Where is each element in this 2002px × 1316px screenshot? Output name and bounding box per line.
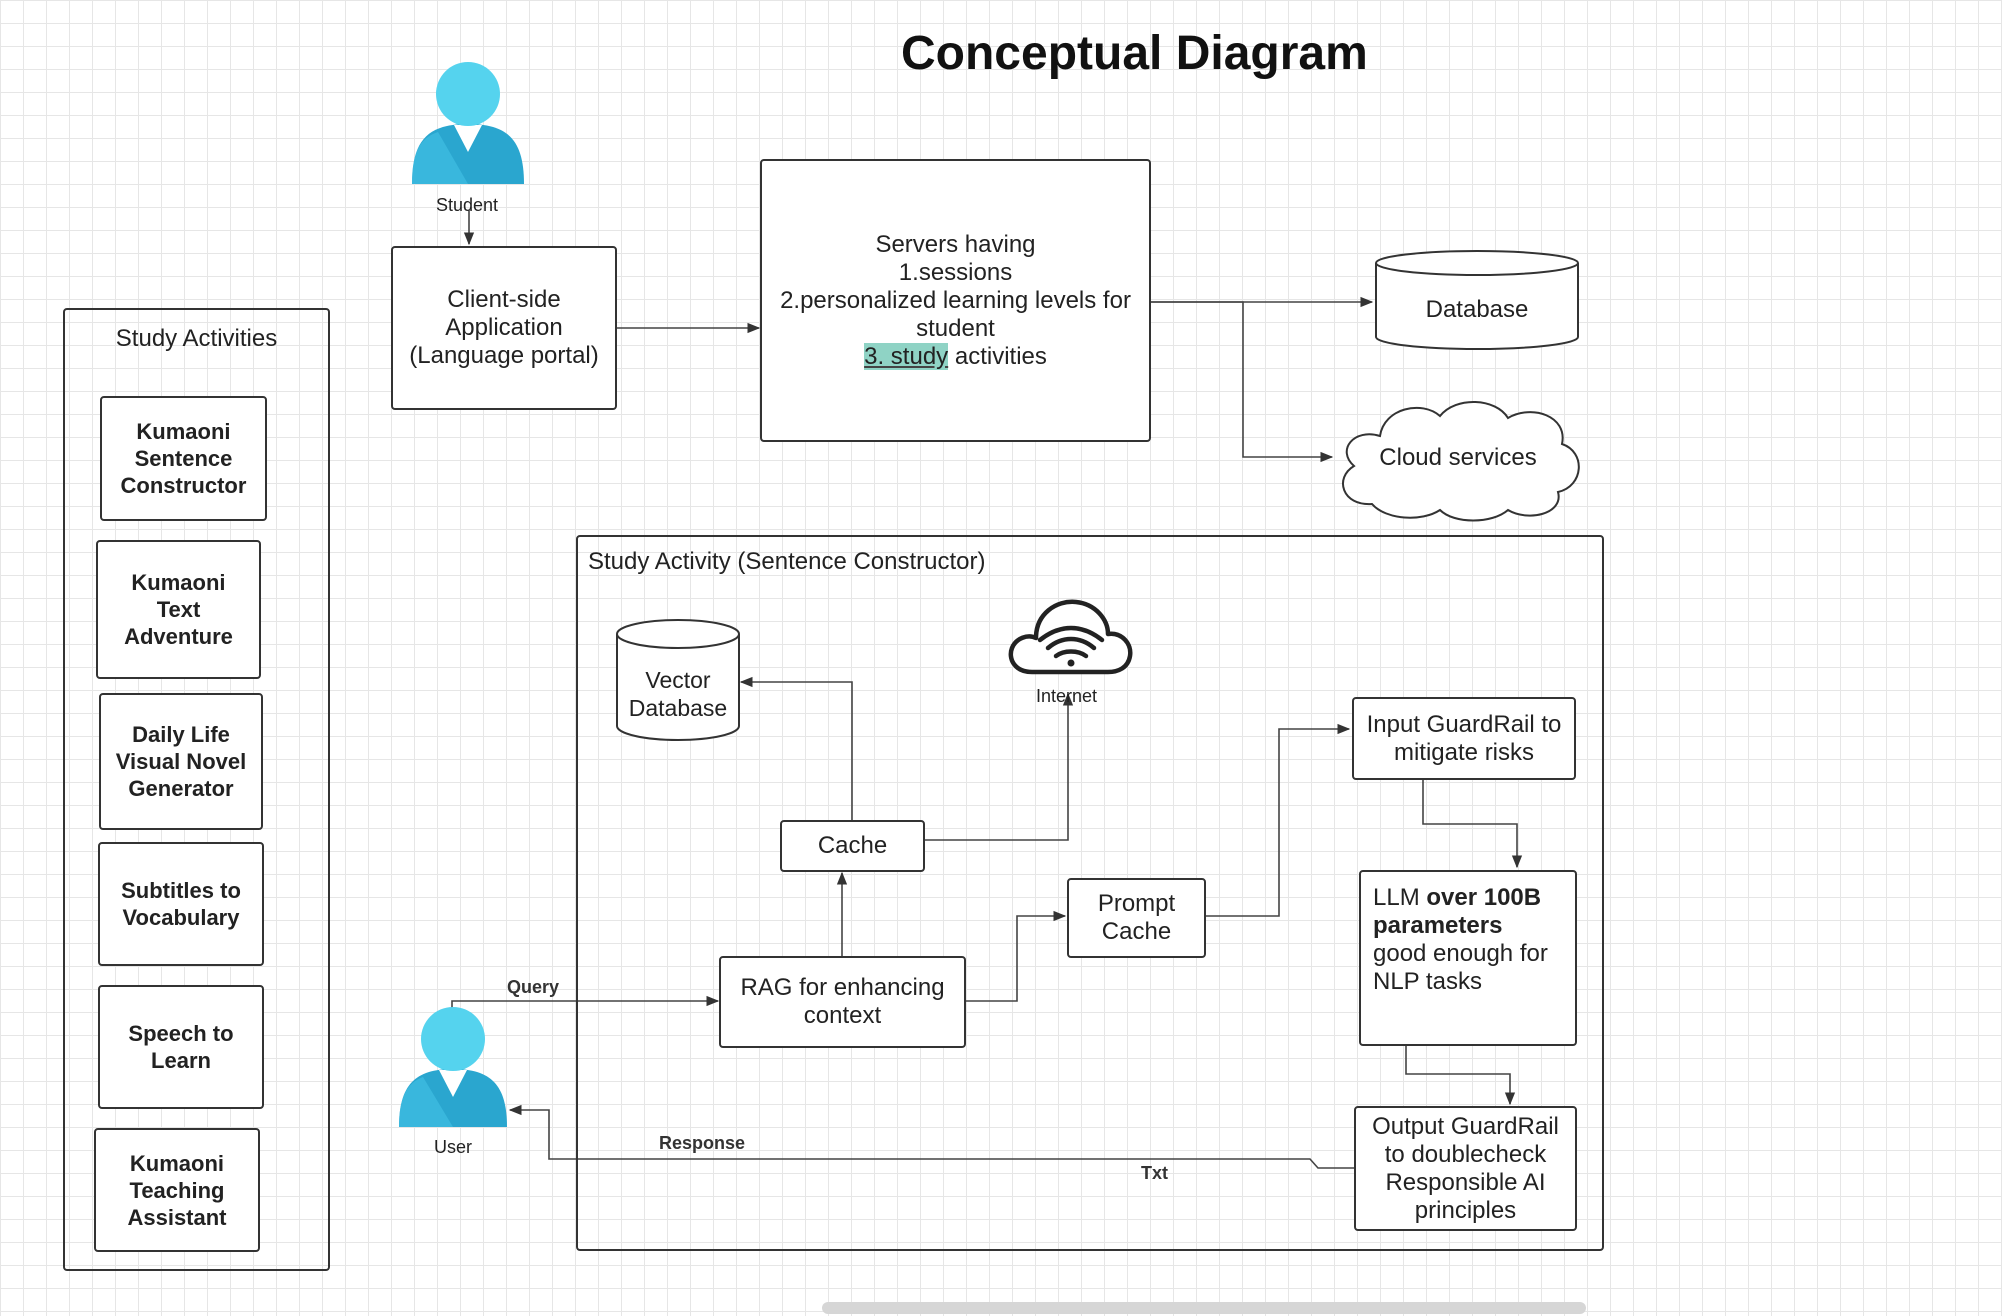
user-avatar-icon [399, 1007, 507, 1127]
prompt-cache-label: Prompt Cache [1097, 890, 1176, 945]
response-edge-label: Response [659, 1133, 746, 1153]
vector-database-cylinder-icon [616, 619, 740, 741]
activity-label: Kumaoni Sentence Constructor [120, 419, 247, 498]
sentence-constructor-panel [576, 535, 1604, 1251]
cache-label: Cache [817, 832, 888, 859]
servers-line2: 1.sessions [898, 258, 1013, 286]
servers-line5-highlight: 3. study [864, 342, 949, 370]
llm-label-pre: LLM [1373, 884, 1427, 911]
cloud-services-label: Cloud services [1379, 444, 1537, 471]
llm-node[interactable]: LLM over 100B parameters good enough for… [1359, 870, 1577, 1046]
llm-label-post: good enough for NLP tasks [1373, 940, 1548, 995]
output-guardrail-label: Output GuardRail to doublecheck Responsi… [1372, 1112, 1559, 1224]
study-activities-panel [63, 308, 330, 1271]
study-activities-title: Study Activities [115, 325, 278, 352]
edge-llm-outputguardrail [1405, 1046, 1516, 1106]
output-guardrail-node[interactable]: Output GuardRail to doublecheck Responsi… [1354, 1106, 1577, 1231]
student-avatar-icon [412, 62, 524, 184]
student-label: Student [436, 195, 499, 215]
activity-label: Kumaoni Text Adventure [124, 570, 233, 649]
prompt-cache-node[interactable]: Prompt Cache [1067, 878, 1206, 958]
edge-cache-internet [925, 692, 1074, 841]
activity-sentence-constructor[interactable]: Kumaoni Sentence Constructor [100, 396, 267, 521]
servers-line4: student [916, 314, 995, 342]
activity-label: Subtitles to Vocabulary [121, 878, 241, 930]
user-label: User [434, 1137, 473, 1157]
client-app-node[interactable]: Client-side Application (Language portal… [391, 246, 617, 410]
edge-promptcache-inputguardrail [1206, 723, 1351, 917]
activity-label: Speech to Learn [128, 1021, 234, 1073]
horizontal-scrollbar[interactable] [822, 1302, 1586, 1314]
internet-label: Internet [1036, 686, 1098, 706]
database-label: Database [1425, 296, 1529, 323]
input-guardrail-node[interactable]: Input GuardRail to mitigate risks [1352, 697, 1576, 780]
rag-node[interactable]: RAG for enhancing context [719, 956, 966, 1048]
activity-label: Kumaoni Teaching Assistant [127, 1150, 227, 1230]
internet-cloud-wifi-icon [1008, 599, 1133, 675]
activity-visual-novel[interactable]: Daily Life Visual Novel Generator [99, 693, 263, 830]
database-cylinder-icon [1375, 250, 1579, 350]
edge-outputguardrail-user [508, 1104, 1355, 1169]
activity-speech-to-learn[interactable]: Speech to Learn [98, 985, 264, 1109]
activity-label: Daily Life Visual Novel Generator [115, 722, 247, 801]
edge-inputguardrail-llm [1422, 780, 1523, 869]
client-app-label: Client-side Application (Language portal… [409, 286, 599, 369]
page-title: Conceptual Diagram [901, 27, 1368, 80]
servers-line1: Servers having [875, 230, 1036, 258]
activity-teaching-assistant[interactable]: Kumaoni Teaching Assistant [94, 1128, 260, 1252]
activity-text-adventure[interactable]: Kumaoni Text Adventure [96, 540, 261, 679]
edge-rag-promptcache [966, 910, 1067, 1002]
rag-label: RAG for enhancing context [740, 974, 945, 1029]
vector-database-label: Vector Database [628, 667, 728, 721]
activity-subtitles-vocabulary[interactable]: Subtitles to Vocabulary [98, 842, 264, 966]
llm-label-bold: over 100B parameters [1373, 884, 1542, 939]
edge-user-rag [451, 995, 720, 1008]
cache-node[interactable]: Cache [780, 820, 925, 872]
txt-edge-label: Txt [1141, 1163, 1168, 1183]
edge-servers-cloud [1150, 301, 1334, 463]
sentence-constructor-title: Study Activity (Sentence Constructor) [588, 548, 986, 575]
edge-cache-vectordb [739, 676, 853, 820]
cloud-shape-icon [1342, 401, 1580, 522]
servers-line3: 2.personalized learning levels for [780, 286, 1131, 314]
servers-node[interactable]: Servers having 1.sessions 2.personalized… [760, 159, 1151, 442]
input-guardrail-label: Input GuardRail to mitigate risks [1366, 710, 1562, 766]
servers-line5-rest: activities [948, 342, 1047, 370]
query-edge-label: Query [507, 977, 560, 997]
